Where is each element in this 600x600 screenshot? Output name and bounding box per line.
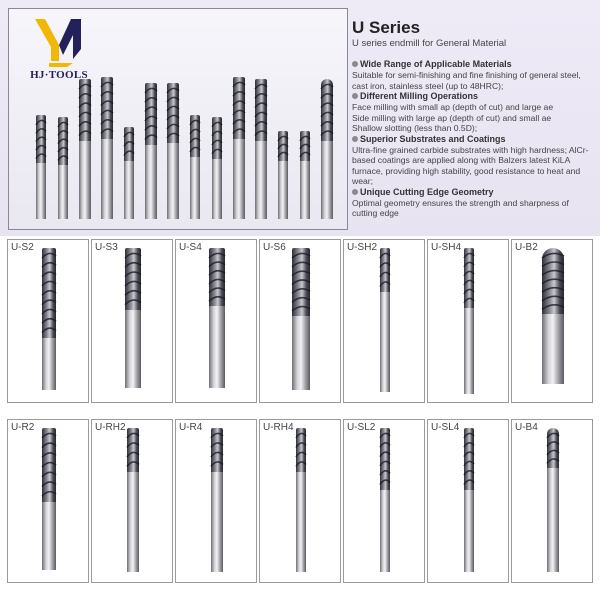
product-label: U-S6 (263, 242, 286, 253)
feature-body: Optimal geometry ensures the strength an… (352, 197, 569, 219)
endmill-image (379, 428, 391, 572)
endmill-image (41, 248, 57, 390)
endmill-image (546, 428, 560, 572)
feature-substrates: Superior Substrates and Coatings Ultra-f… (352, 134, 596, 187)
endmill-image (208, 248, 226, 388)
brand-logo: HJ·TOOLS (15, 15, 103, 89)
product-cell[interactable]: U-S6 (259, 239, 341, 403)
product-cell[interactable]: U-R4 (175, 419, 257, 583)
product-cell[interactable]: U-S3 (91, 239, 173, 403)
product-cell[interactable]: U-SL4 (427, 419, 509, 583)
feature-body: Face milling with small ap (depth of cut… (352, 102, 554, 133)
endmill-image (291, 248, 311, 390)
product-label: U-SL2 (347, 422, 376, 433)
logo-text: HJ·TOOLS (30, 69, 88, 81)
series-info: U Series U series endmill for General Ma… (352, 6, 596, 219)
product-label: U-S3 (95, 242, 118, 253)
feature-body: Suitable for semi-finishing and fine fin… (352, 70, 581, 91)
feature-body: Ultra-fine grained carbide substrates wi… (352, 144, 589, 187)
endmill-image (124, 248, 142, 388)
product-label: U-SH4 (431, 242, 462, 253)
feature-heading: Different Milling Operations (360, 91, 479, 101)
product-cell[interactable]: U-B2 (511, 239, 593, 403)
bullet-icon (352, 93, 358, 99)
endmill-image (126, 428, 140, 572)
product-showcase: HJ·TOOLS (8, 8, 348, 230)
product-label: U-RH4 (263, 422, 294, 433)
bullet-icon (352, 188, 358, 195)
endmill-image (541, 248, 565, 384)
endmill-image (463, 428, 475, 572)
product-cell[interactable]: U-S2 (7, 239, 89, 403)
feature-heading: Wide Range of Applicable Materials (360, 59, 512, 69)
product-cell[interactable]: U-RH4 (259, 419, 341, 583)
series-subtitle: U series endmill for General Material (352, 38, 507, 49)
feature-heading: Unique Cutting Edge Geometry (360, 186, 494, 197)
product-grid: U-S2 U-S3 U-S4 U-S6 (7, 239, 597, 597)
endmill-image (379, 248, 391, 392)
endmill-image (463, 248, 475, 394)
product-cell[interactable]: U-SH4 (427, 239, 509, 403)
product-label: U-SH2 (347, 242, 378, 253)
header-panel: HJ·TOOLS U Series U series endmill for G… (0, 0, 600, 236)
product-label: U-R2 (11, 422, 35, 433)
product-cell[interactable]: U-SH2 (343, 239, 425, 403)
feature-materials: Wide Range of Applicable Materials Suita… (352, 59, 596, 91)
product-label: U-SL4 (431, 422, 460, 433)
product-label: U-R4 (179, 422, 203, 433)
product-cell[interactable]: U-RH2 (91, 419, 173, 583)
product-label: U-B2 (515, 242, 538, 253)
product-label: U-S2 (11, 242, 34, 253)
product-cell[interactable]: U-S4 (175, 239, 257, 403)
feature-geometry: Unique Cutting Edge Geometry Optimal geo… (352, 187, 596, 219)
product-label: U-RH2 (95, 422, 126, 433)
hj-logo-icon (35, 19, 81, 67)
series-title: U Series (352, 18, 421, 37)
endmill-group-image (35, 77, 334, 219)
product-label: U-B4 (515, 422, 538, 433)
product-cell[interactable]: U-SL2 (343, 419, 425, 583)
endmill-image (210, 428, 224, 572)
endmill-image (295, 428, 307, 572)
feature-heading: Superior Substrates and Coatings (360, 133, 506, 144)
bullet-icon (352, 135, 358, 142)
product-cell[interactable]: U-R2 (7, 419, 89, 583)
product-cell[interactable]: U-B4 (511, 419, 593, 583)
product-label: U-S4 (179, 242, 202, 253)
bullet-icon (352, 61, 358, 67)
feature-milling: Different Milling Operations Face millin… (352, 91, 596, 134)
endmill-image (41, 428, 57, 570)
